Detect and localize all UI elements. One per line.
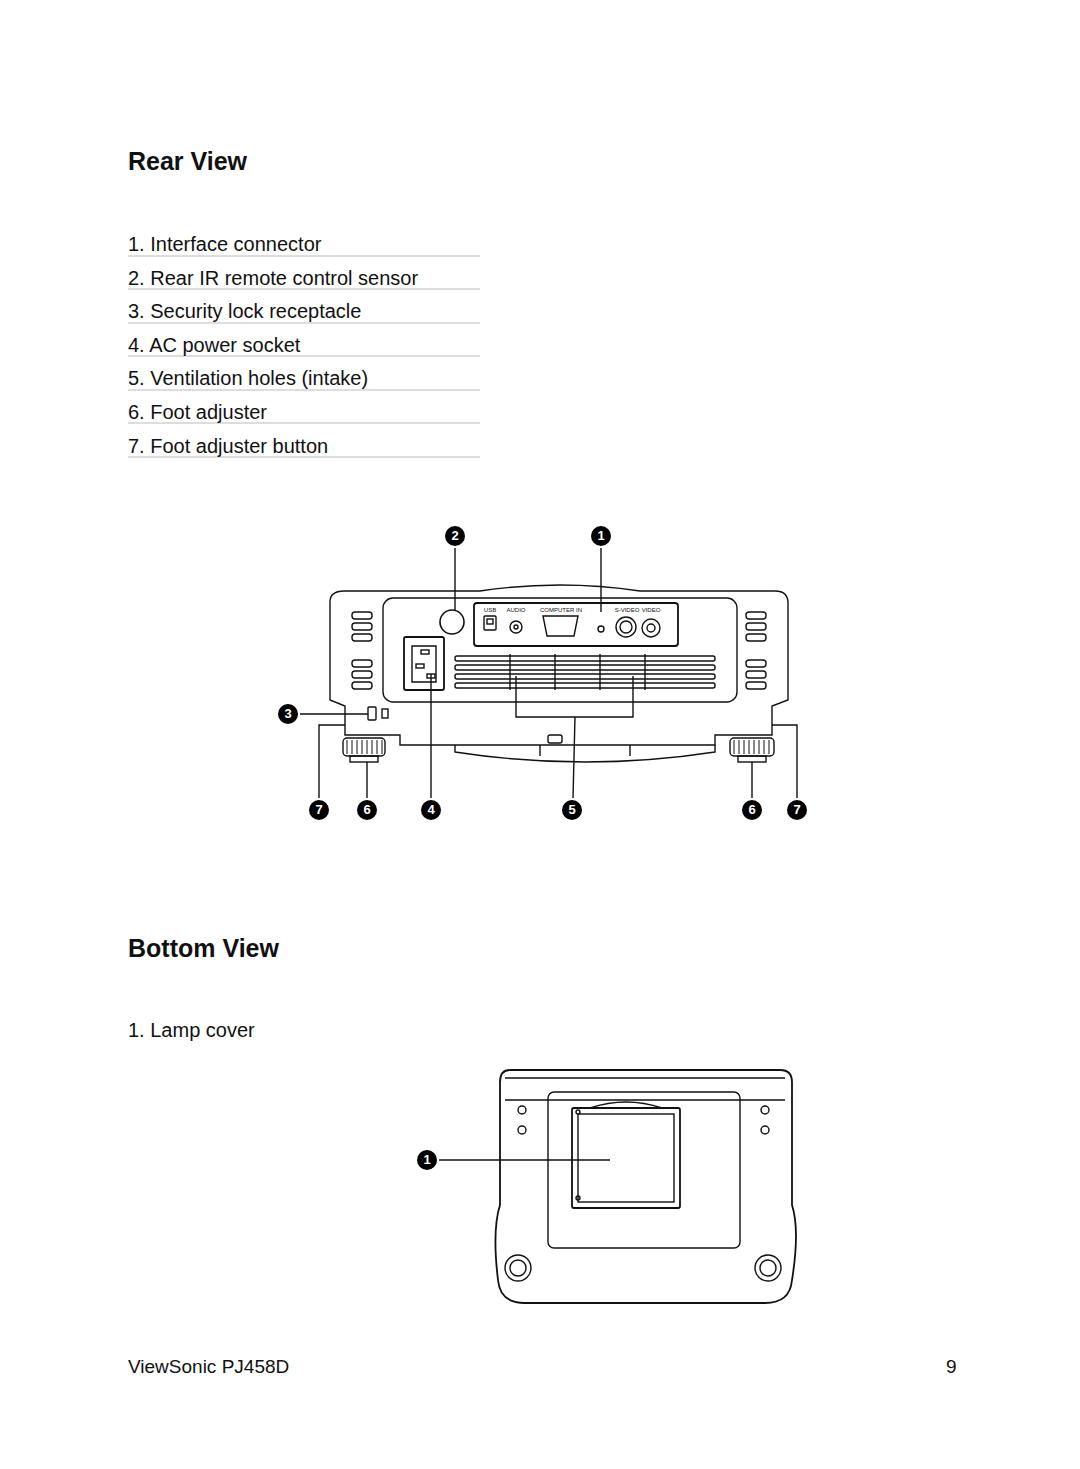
list-item: 3. Security lock receptacle: [128, 300, 361, 323]
section-heading: Bottom View: [128, 934, 279, 963]
footer-text: ViewSonic PJ458D: [128, 1356, 289, 1378]
callout-number: 7: [309, 800, 329, 820]
callout-number: 5: [562, 800, 582, 820]
page-number: 9: [946, 1356, 957, 1378]
callout-number: 6: [357, 800, 377, 820]
list-item: 1. Lamp cover: [128, 1019, 255, 1042]
list-item: 7. Foot adjuster button: [128, 435, 328, 458]
port-label: AUDIO: [505, 607, 526, 614]
section-heading: Rear View: [128, 147, 247, 176]
list-item: 4. AC power socket: [128, 334, 300, 357]
port-label: VIDEO: [641, 607, 662, 614]
callout-number: 4: [421, 800, 441, 820]
port-label: COMPUTER IN: [539, 607, 583, 614]
list-item: 5. Ventilation holes (intake): [128, 367, 368, 390]
port-label: USB: [483, 607, 497, 614]
port-label: S-VIDEO: [614, 607, 641, 614]
list-item: 2. Rear IR remote control sensor: [128, 267, 418, 290]
list-item: 1. Interface connector: [128, 233, 321, 256]
list-item: 6. Foot adjuster: [128, 401, 267, 424]
callout-number: 1: [591, 526, 611, 546]
callout-number: 2: [445, 526, 465, 546]
callout-number: 6: [742, 800, 762, 820]
callout-number: 7: [787, 800, 807, 820]
callout-number: 3: [278, 704, 298, 724]
callout-number: 1: [417, 1150, 437, 1170]
